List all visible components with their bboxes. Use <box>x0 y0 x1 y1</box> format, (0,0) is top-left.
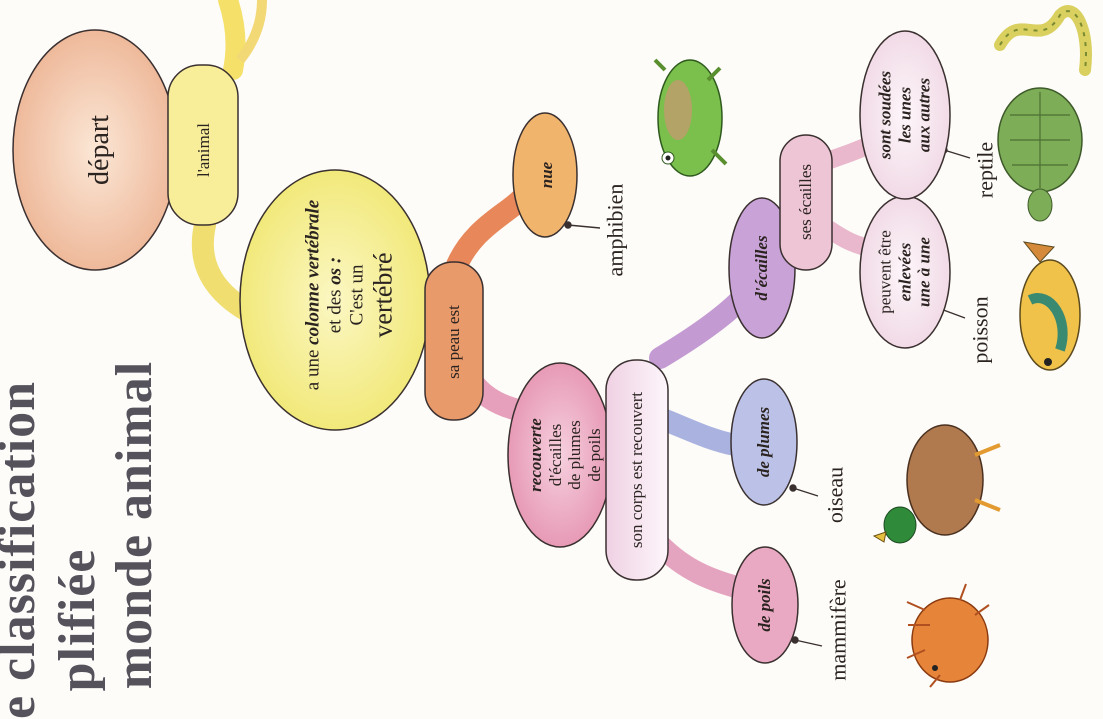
node-ses-ecailles: ses écailles <box>796 164 816 240</box>
node-poils: de poils <box>755 578 775 632</box>
node-corps: son corps est recouvert <box>627 391 647 549</box>
hedgehog-illustration <box>906 583 990 688</box>
diagram-graphics <box>12 0 1092 688</box>
snake-illustration <box>994 5 1092 76</box>
node-animal-shape <box>167 64 239 226</box>
vertebre-text-1a: a une <box>302 344 324 391</box>
enlevees-text-3: une à une <box>914 237 934 307</box>
title-line-2: plifiée <box>49 548 107 692</box>
soudees-text-2: les unes <box>895 86 915 144</box>
node-enlevees: peuvent être enlevées une à une <box>876 230 935 314</box>
node-nue-shape <box>512 112 578 238</box>
node-soudees: sont soudées les unes aux autres <box>876 71 935 159</box>
title-line-1: e classification <box>0 380 47 719</box>
branch-corps-ecailles <box>649 289 751 369</box>
fish-illustration <box>1019 241 1081 371</box>
node-poils-shape <box>731 546 799 664</box>
node-peau: sa peau est <box>444 305 464 379</box>
vertebre-text-4: vertébré <box>367 252 397 338</box>
node-plumes: de plumes <box>754 406 774 478</box>
label-amphibien: amphibien <box>602 183 628 277</box>
vertebre-text-3: C'est un <box>345 264 367 326</box>
node-vertebre: a une colonne vertébrale et des os : C'e… <box>302 200 397 390</box>
branch-top-yellow <box>218 0 246 80</box>
node-nue: nue <box>537 161 557 189</box>
node-depart: départ <box>83 115 115 185</box>
node-peau-shape <box>424 261 484 421</box>
label-poisson: poisson <box>967 296 993 364</box>
branch-corps-poils <box>649 534 751 599</box>
turtle-illustration <box>997 87 1083 222</box>
node-ecailles: d'écailles <box>752 235 772 301</box>
recouverte-text-2: d'écailles <box>545 423 565 487</box>
enlevees-text-2: enlevées <box>895 242 915 302</box>
branch-top-yellow2 <box>236 0 267 64</box>
vertebre-text-2a: et des <box>324 284 346 334</box>
enlevees-text-1: peuvent être <box>875 230 895 314</box>
recouverte-text-1: recouverte <box>525 418 545 492</box>
node-animal: l'animal <box>194 122 214 178</box>
node-recouverte: recouverte d'écailles de plumes de poils <box>526 418 604 492</box>
label-reptile: reptile <box>972 141 998 199</box>
vertebre-text-2b: os : <box>324 256 346 285</box>
frog-illustration <box>653 58 728 177</box>
vertebre-text-1b: colonne vertébrale <box>302 199 324 345</box>
branch-peau-nue <box>444 189 531 281</box>
title-line-3: monde animal <box>106 360 164 690</box>
branch-corps-plumes <box>654 409 746 456</box>
recouverte-text-3: de plumes <box>565 420 584 490</box>
recouverte-text-4: de poils <box>584 428 604 482</box>
node-plumes-shape <box>730 378 798 506</box>
duck-illustration <box>872 424 1001 544</box>
label-mammifere: mammifère <box>825 579 851 681</box>
label-oiseau: oiseau <box>822 466 848 524</box>
node-corps-shape <box>605 359 669 581</box>
soudees-text-1: sont soudées <box>875 70 895 160</box>
node-soudees-shape <box>859 30 951 200</box>
node-sescailles-shape <box>779 134 833 271</box>
soudees-text-3: aux autres <box>914 77 934 153</box>
